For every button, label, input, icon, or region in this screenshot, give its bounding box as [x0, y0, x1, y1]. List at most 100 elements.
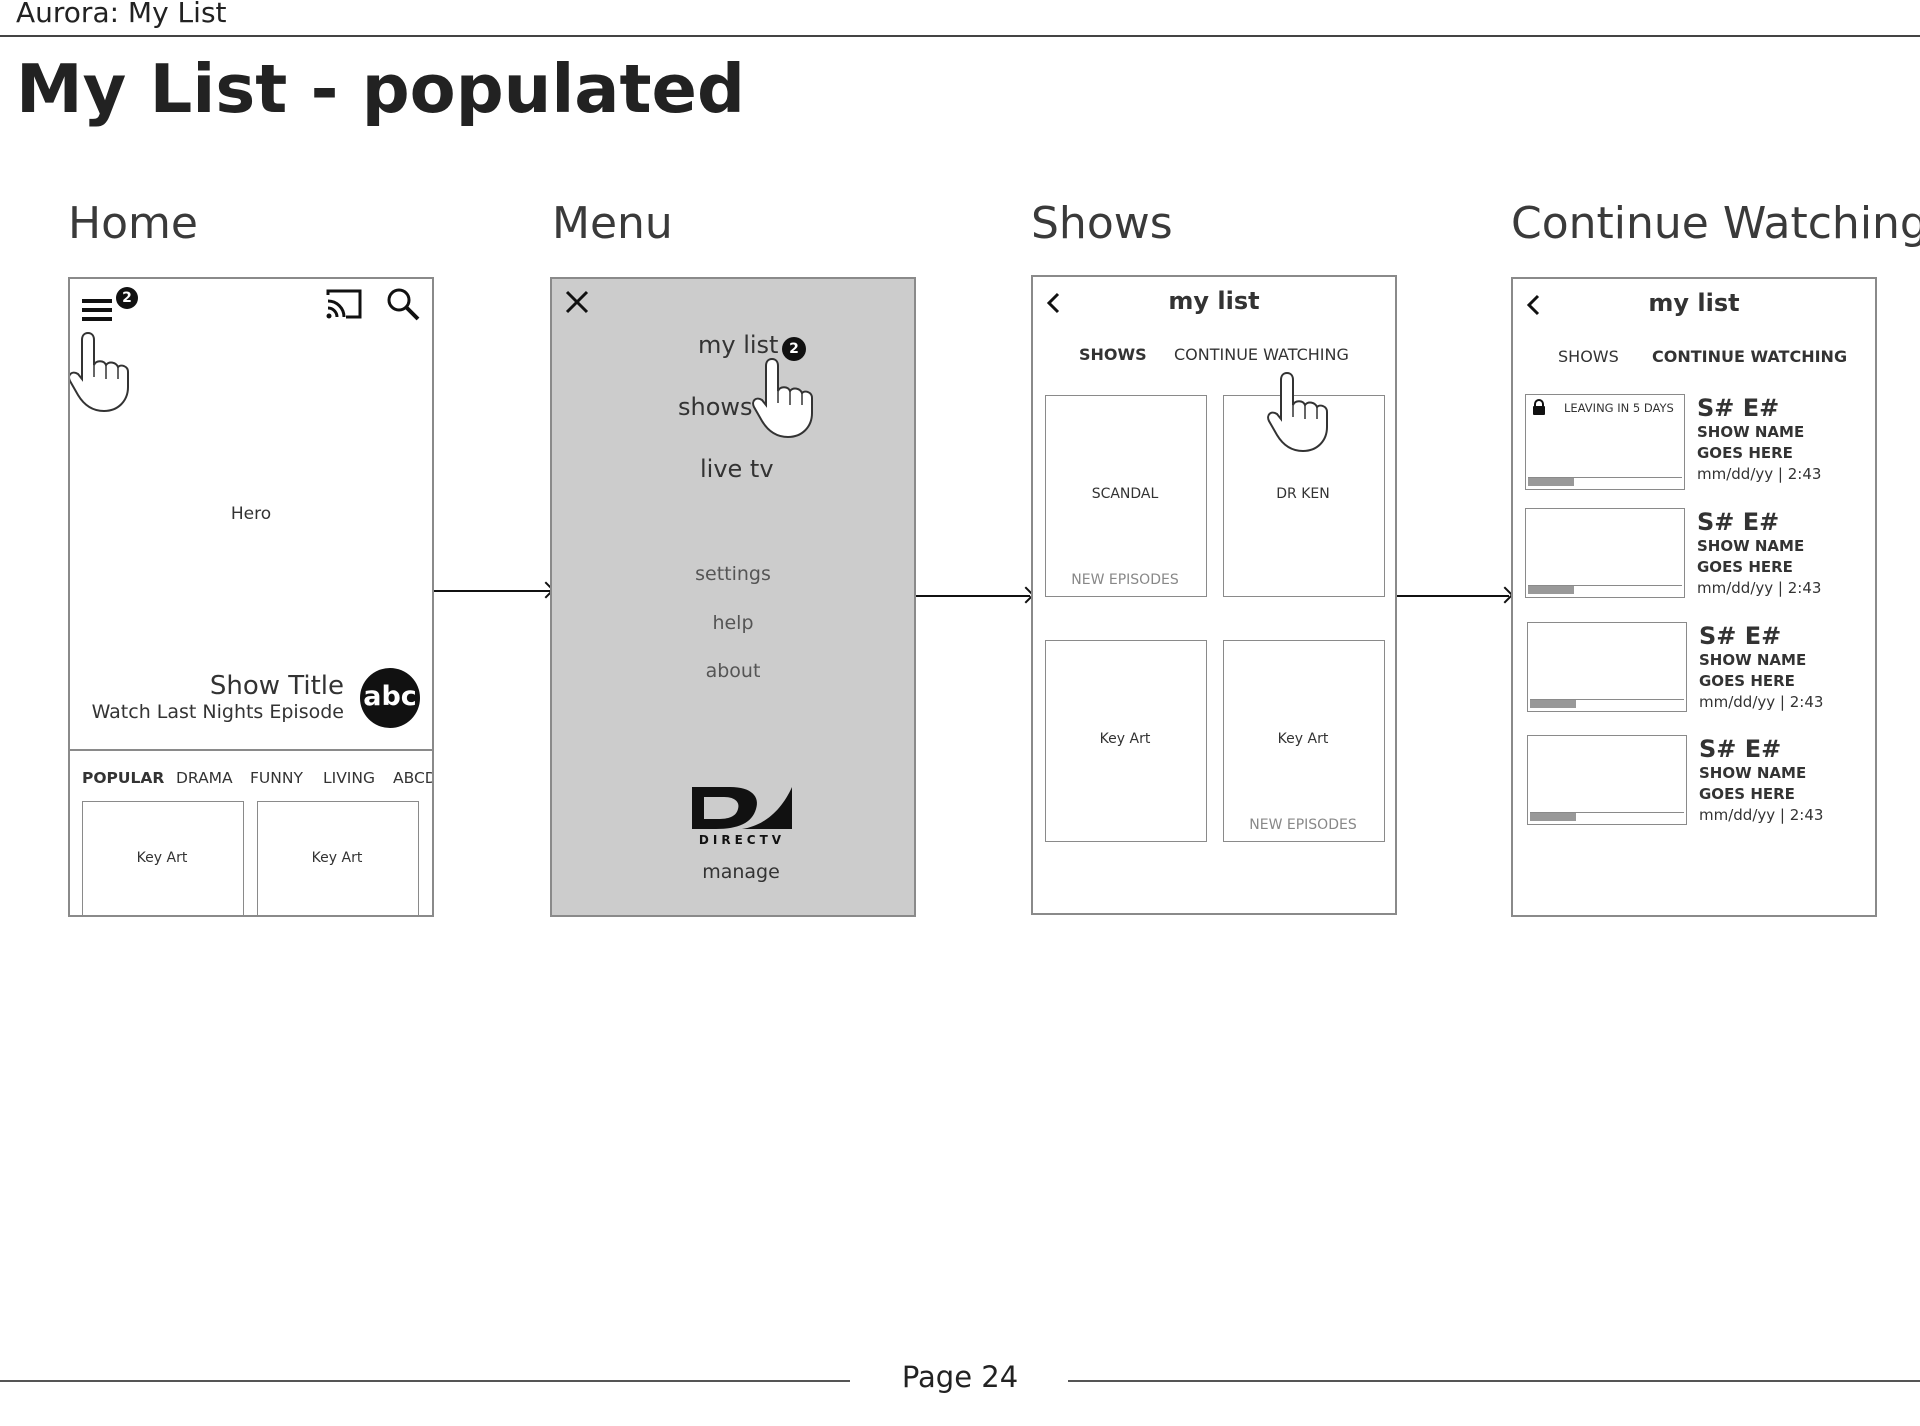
header-divider — [0, 35, 1920, 37]
tab-continue-watching[interactable]: CONTINUE WATCHING — [1174, 345, 1349, 364]
close-icon[interactable] — [564, 289, 590, 315]
new-episodes-tag: NEW EPISODES — [1071, 572, 1179, 588]
hero-divider — [70, 749, 432, 751]
footer-divider-left — [0, 1380, 850, 1382]
flow-arrow-shows-to-continue-watching — [1397, 595, 1509, 597]
hamburger-menu-icon[interactable] — [82, 295, 116, 325]
home-key-art-card[interactable]: Key Art — [82, 801, 244, 915]
watch-progress-fill — [1530, 700, 1577, 708]
episode-number: S# E# — [1697, 508, 1780, 536]
episode-thumbnail — [1527, 622, 1687, 712]
back-chevron-icon[interactable] — [1525, 293, 1543, 317]
menu-item-my-list[interactable]: my list — [698, 331, 779, 359]
watch-progress-bar — [1530, 812, 1684, 821]
my-list-title: my list — [1168, 287, 1260, 315]
show-name: SHOW NAME — [1697, 423, 1805, 441]
directv-logo-text: DIRECTV — [698, 833, 786, 847]
page-title: My List - populated — [16, 50, 745, 128]
watch-progress-fill — [1528, 586, 1575, 594]
watch-progress-fill — [1528, 478, 1575, 486]
search-icon[interactable] — [386, 287, 420, 321]
continue-watching-item[interactable]: S# E# SHOW NAME GOES HERE mm/dd/yy | 2:4… — [1525, 508, 1865, 604]
episode-meta: mm/dd/yy | 2:43 — [1699, 806, 1824, 824]
key-art-label: Key Art — [136, 850, 188, 866]
tab-continue-watching[interactable]: CONTINUE WATCHING — [1652, 347, 1848, 366]
show-name: SHOW NAME — [1699, 651, 1807, 669]
tap-gesture-hand-icon — [752, 357, 813, 439]
my-list-title: my list — [1648, 289, 1740, 317]
leaving-soon-notice: LEAVING IN 5 DAYS — [1564, 401, 1674, 415]
home-screen-frame: 2 Hero Show Title Watch Last Nights Epis… — [68, 277, 434, 917]
flow-arrow-home-to-menu — [434, 590, 550, 592]
episode-meta: mm/dd/yy | 2:43 — [1697, 465, 1822, 483]
watch-progress-bar — [1530, 699, 1684, 708]
show-name-line2: GOES HERE — [1697, 558, 1793, 576]
show-name: SHOW NAME — [1699, 764, 1807, 782]
key-art-label: Key Art — [311, 850, 363, 866]
show-subtitle: Watch Last Nights Episode — [91, 701, 344, 723]
continue-watching-screen-label: Continue Watching — [1511, 198, 1920, 249]
show-name-line2: GOES HERE — [1699, 785, 1795, 803]
episode-thumbnail — [1527, 735, 1687, 825]
tab-shows[interactable]: SHOWS — [1079, 345, 1147, 364]
show-title: Show Title — [209, 671, 344, 701]
continue-watching-item[interactable]: S# E# SHOW NAME GOES HERE mm/dd/yy | 2:4… — [1527, 735, 1867, 831]
episode-meta: mm/dd/yy | 2:43 — [1697, 579, 1822, 597]
tab-shows[interactable]: SHOWS — [1558, 347, 1619, 366]
show-name-line2: GOES HERE — [1699, 672, 1795, 690]
menu-item-live-tv[interactable]: live tv — [700, 455, 774, 483]
hero-label: Hero — [230, 504, 272, 524]
menu-item-help[interactable]: help — [712, 612, 754, 634]
show-card-key-art[interactable]: Key Art NEW EPISODES — [1223, 640, 1385, 842]
menu-item-about[interactable]: about — [705, 660, 761, 682]
watch-progress-bar — [1528, 585, 1682, 594]
episode-number: S# E# — [1699, 735, 1782, 763]
directv-logo-icon — [692, 787, 792, 829]
menu-item-manage[interactable]: manage — [702, 861, 780, 883]
home-tab-drama[interactable]: DRAMA — [176, 769, 233, 787]
home-tab-popular[interactable]: POPULAR — [82, 769, 165, 787]
lock-icon — [1532, 399, 1546, 415]
episode-meta: mm/dd/yy | 2:43 — [1699, 693, 1824, 711]
menu-screen-label: Menu — [552, 198, 673, 249]
menu-screen-frame: my list 2 shows live tv settings help ab… — [550, 277, 916, 917]
back-chevron-icon[interactable] — [1045, 291, 1063, 315]
footer-divider-right — [1068, 1380, 1920, 1382]
show-name: SHOW NAME — [1697, 537, 1805, 555]
home-tab-living[interactable]: LIVING — [323, 769, 375, 787]
shows-screen-label: Shows — [1031, 198, 1173, 249]
tap-gesture-hand-icon — [1267, 371, 1328, 453]
menu-item-settings[interactable]: settings — [695, 563, 771, 585]
home-screen-label: Home — [68, 198, 198, 249]
page-number: Page 24 — [901, 1360, 1019, 1394]
document-header: Aurora: My List — [16, 0, 227, 29]
menu-item-shows[interactable]: shows — [678, 393, 753, 421]
watch-progress-fill — [1530, 813, 1577, 821]
continue-watching-item[interactable]: LEAVING IN 5 DAYS S# E# SHOW NAME GOES H… — [1525, 394, 1865, 490]
show-name-line2: GOES HERE — [1697, 444, 1793, 462]
show-card-title: DR KEN — [1276, 486, 1330, 502]
home-tab-abcd[interactable]: ABCD — [393, 769, 434, 787]
shows-screen-frame: my list SHOWS CONTINUE WATCHING SCANDAL … — [1031, 275, 1397, 915]
tap-gesture-hand-icon — [70, 331, 129, 413]
menu-notification-badge: 2 — [116, 287, 138, 309]
show-card-title: Key Art — [1277, 731, 1329, 747]
episode-number: S# E# — [1697, 394, 1780, 422]
show-card-scandal[interactable]: SCANDAL NEW EPISODES — [1045, 395, 1207, 597]
home-key-art-card[interactable]: Key Art — [257, 801, 419, 915]
continue-watching-item[interactable]: S# E# SHOW NAME GOES HERE mm/dd/yy | 2:4… — [1527, 622, 1867, 718]
new-episodes-tag: NEW EPISODES — [1249, 817, 1357, 833]
episode-thumbnail — [1525, 508, 1685, 598]
show-card-title: Key Art — [1099, 731, 1151, 747]
flow-arrow-menu-to-shows — [916, 595, 1030, 597]
show-card-key-art[interactable]: Key Art — [1045, 640, 1207, 842]
cast-icon[interactable] — [324, 287, 364, 321]
abc-network-logo: abc — [360, 668, 420, 728]
episode-thumbnail: LEAVING IN 5 DAYS — [1525, 394, 1685, 490]
episode-number: S# E# — [1699, 622, 1782, 650]
continue-watching-screen-frame: my list SHOWS CONTINUE WATCHING LEAVING … — [1511, 277, 1877, 917]
home-tab-funny[interactable]: FUNNY — [250, 769, 303, 787]
my-list-badge: 2 — [782, 337, 806, 361]
watch-progress-bar — [1528, 477, 1682, 486]
show-card-title: SCANDAL — [1091, 486, 1159, 502]
